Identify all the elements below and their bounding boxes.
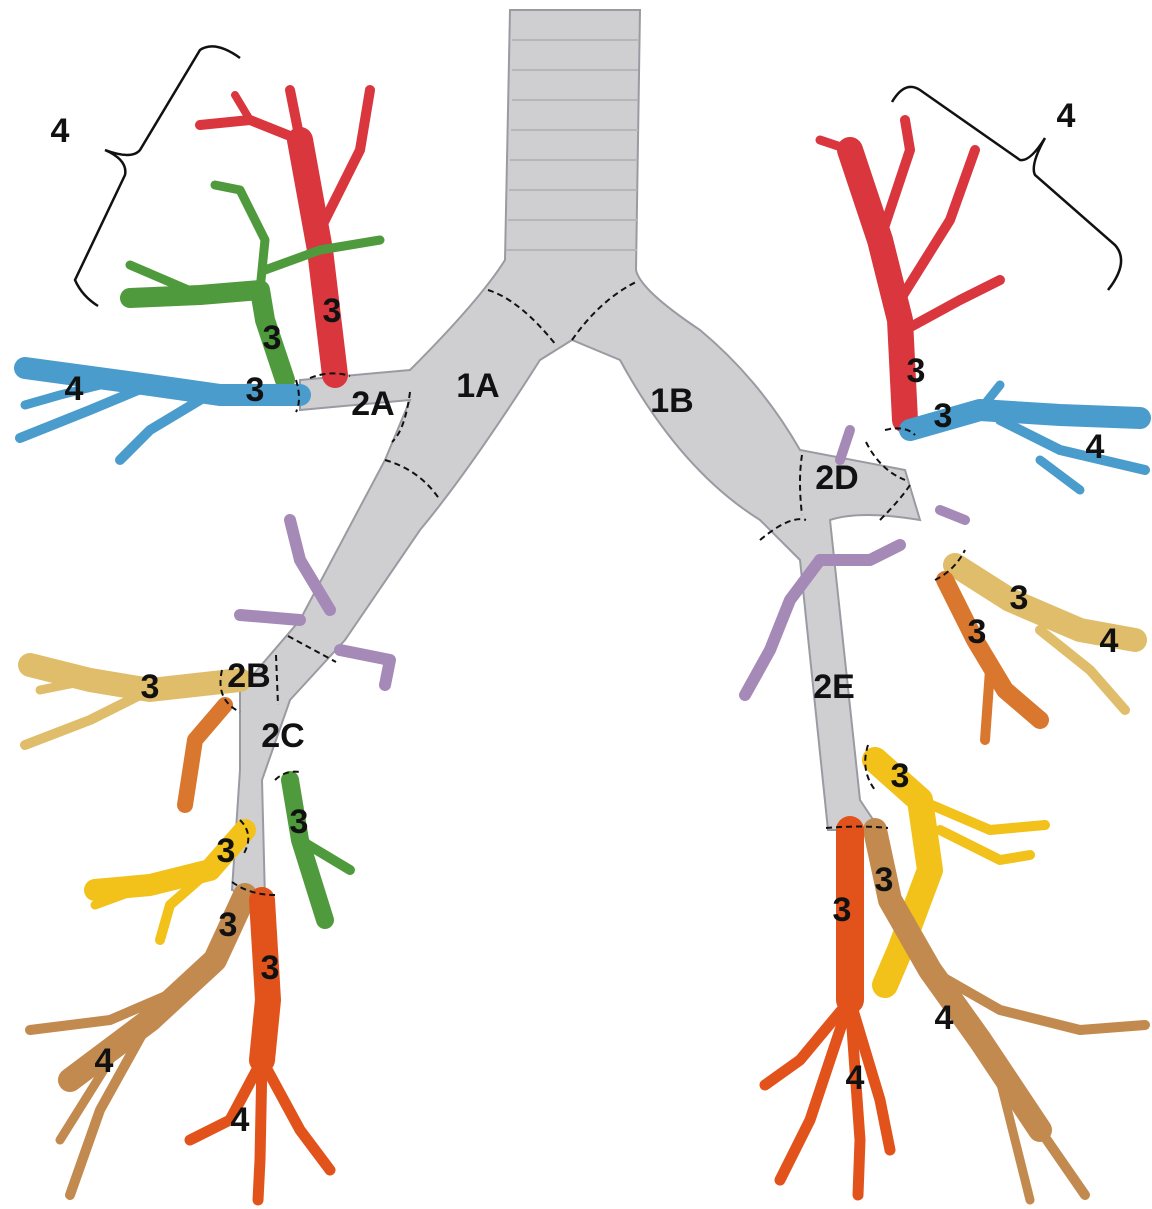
label-2d: 2D — [815, 459, 858, 497]
label-3: 3 — [219, 906, 238, 944]
label-4: 4 — [1086, 428, 1105, 466]
label-1b: 1B — [650, 382, 693, 420]
label-3: 3 — [217, 832, 236, 870]
purple-twig — [340, 650, 390, 685]
label-3: 3 — [907, 352, 926, 390]
label-4: 4 — [1100, 622, 1119, 660]
label-2c: 2C — [261, 717, 304, 755]
red-orange-twig — [190, 1060, 262, 1140]
left-orange-segment — [185, 705, 225, 805]
label-4: 4 — [1057, 97, 1076, 135]
brown-twig-right — [1040, 1130, 1085, 1195]
trachea — [232, 10, 920, 900]
red-orange-twig — [258, 1060, 262, 1200]
label-3: 3 — [968, 613, 987, 651]
label-3: 3 — [261, 949, 280, 987]
label-3: 3 — [290, 803, 309, 841]
label-4: 4 — [846, 1059, 865, 1097]
label-3: 3 — [141, 668, 160, 706]
green-twig — [215, 185, 265, 290]
label-3: 3 — [263, 319, 282, 357]
blue-twig-right — [1040, 460, 1080, 490]
red-orange-twig-right — [780, 1000, 850, 1180]
label-2a: 2A — [351, 385, 394, 423]
red-orange-twig — [262, 1060, 330, 1170]
red-twig — [320, 90, 370, 230]
left-brown-segment — [30, 895, 245, 1195]
purple-twig-right — [840, 430, 850, 460]
left-green-lower-segment — [290, 780, 350, 920]
label-3: 3 — [323, 292, 342, 330]
red-twig-right — [880, 120, 910, 240]
label-3: 3 — [934, 397, 953, 435]
red-twig-right — [905, 280, 1000, 330]
purple-twig — [290, 520, 330, 610]
label-1a: 1A — [456, 367, 499, 405]
label-4: 4 — [65, 370, 84, 408]
label-2e: 2E — [813, 668, 855, 706]
blue-twig — [120, 400, 200, 460]
label-3: 3 — [833, 891, 852, 929]
red-twig-right — [900, 150, 975, 300]
label-3: 3 — [875, 861, 894, 899]
brace-left — [75, 46, 240, 306]
tan-twig — [25, 690, 150, 745]
airway-trunk — [232, 10, 920, 900]
right-red-orange-segment — [765, 830, 890, 1195]
label-2b: 2B — [227, 657, 270, 695]
label-4: 4 — [95, 1042, 114, 1080]
purple-twig — [240, 615, 300, 620]
orange-twig-right — [985, 670, 990, 740]
label-4: 4 — [935, 999, 954, 1037]
upper-left-red-segment — [200, 90, 370, 375]
label-4: 4 — [231, 1101, 250, 1139]
label-3: 3 — [891, 757, 910, 795]
label-3: 3 — [246, 371, 265, 409]
label-3: 3 — [1010, 579, 1029, 617]
orange-bronchus — [185, 705, 225, 805]
yellow-twig-right — [940, 830, 1030, 860]
purple-twig-right — [940, 510, 965, 520]
label-4: 4 — [51, 112, 70, 150]
